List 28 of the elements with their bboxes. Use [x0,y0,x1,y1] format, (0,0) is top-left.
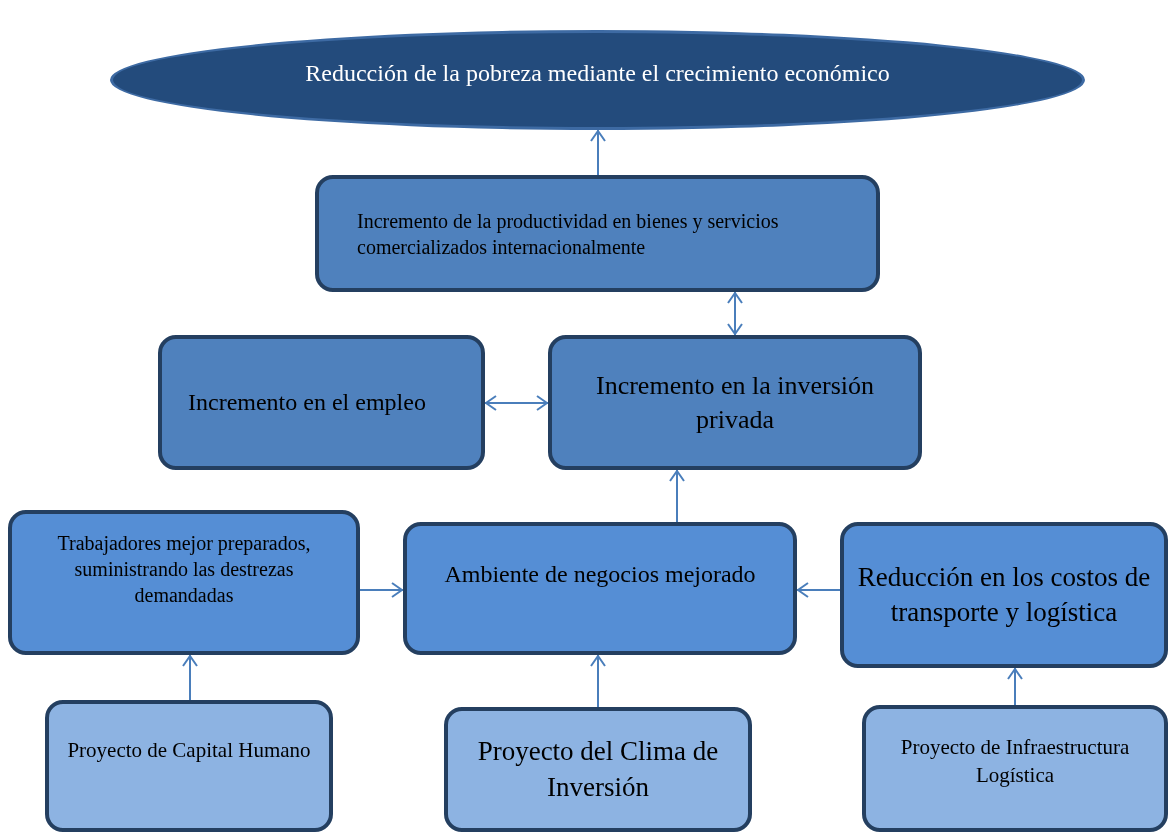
result-box [8,510,360,655]
arrow [727,291,743,336]
arrow [484,395,549,411]
outcome-box [315,175,880,292]
node-text: Incremento en el empleo [188,387,426,417]
outcome-box [158,335,485,470]
node-text: Proyecto de Capital Humano [67,737,311,765]
arrow [182,654,198,701]
node-text: Reducción en los costos de transporte y logística [856,560,1152,629]
node-text: Incremento de la productividad en bienes y servicios comercializados internacionalmente [357,208,780,260]
arrow [590,129,606,176]
arrow [590,654,606,708]
result-box [840,522,1168,668]
result-box [403,522,797,655]
node-text: Proyecto de Infraestructura Logística [899,734,1131,789]
node-text: Reducción de la pobreza mediante el crecimiento económico [305,59,890,89]
arrow [359,582,404,598]
arrow [1007,667,1023,706]
outcome-box [548,335,922,470]
node-text: Incremento en la inversión privada [595,369,875,436]
node-text: Ambiente de negocios mejorado [444,559,756,589]
project-box [45,700,333,832]
node-text: Trabajadores mejor preparados, suministrando las destrezas demandadas [56,530,312,608]
arrow [796,582,841,598]
node-text: Proyecto del Clima de Inversión [476,735,720,804]
project-box [444,707,752,832]
arrow [669,469,685,523]
project-box [862,705,1168,832]
